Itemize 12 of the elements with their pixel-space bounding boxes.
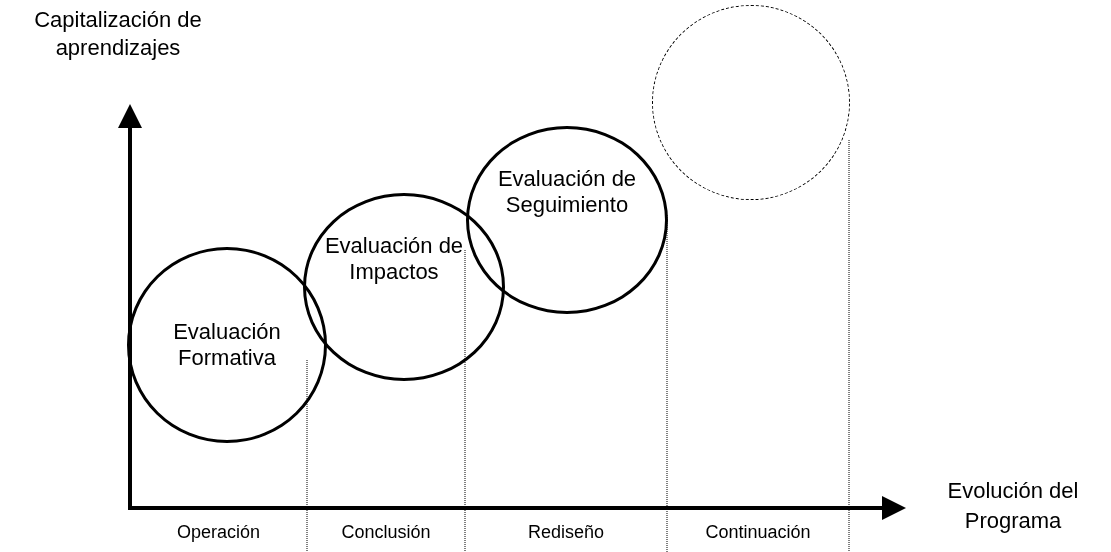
evaluation-circle	[466, 126, 668, 314]
circle-label: Evaluación de Impactos	[323, 233, 465, 285]
y-axis-title: Capitalización de aprendizajes	[33, 6, 203, 62]
evaluation-circle	[303, 193, 505, 381]
circle-label: Evaluación de Seguimiento	[496, 166, 638, 218]
phase-label: Continuación	[704, 521, 812, 543]
phase-label: Operación	[175, 521, 262, 543]
phase-label: Rediseño	[526, 521, 606, 543]
x-axis-title: Evolución del Programa	[946, 477, 1080, 535]
evaluation-circle	[127, 247, 327, 443]
phase-label: Conclusión	[340, 521, 432, 543]
circle-label: Evaluación Formativa	[172, 319, 282, 371]
